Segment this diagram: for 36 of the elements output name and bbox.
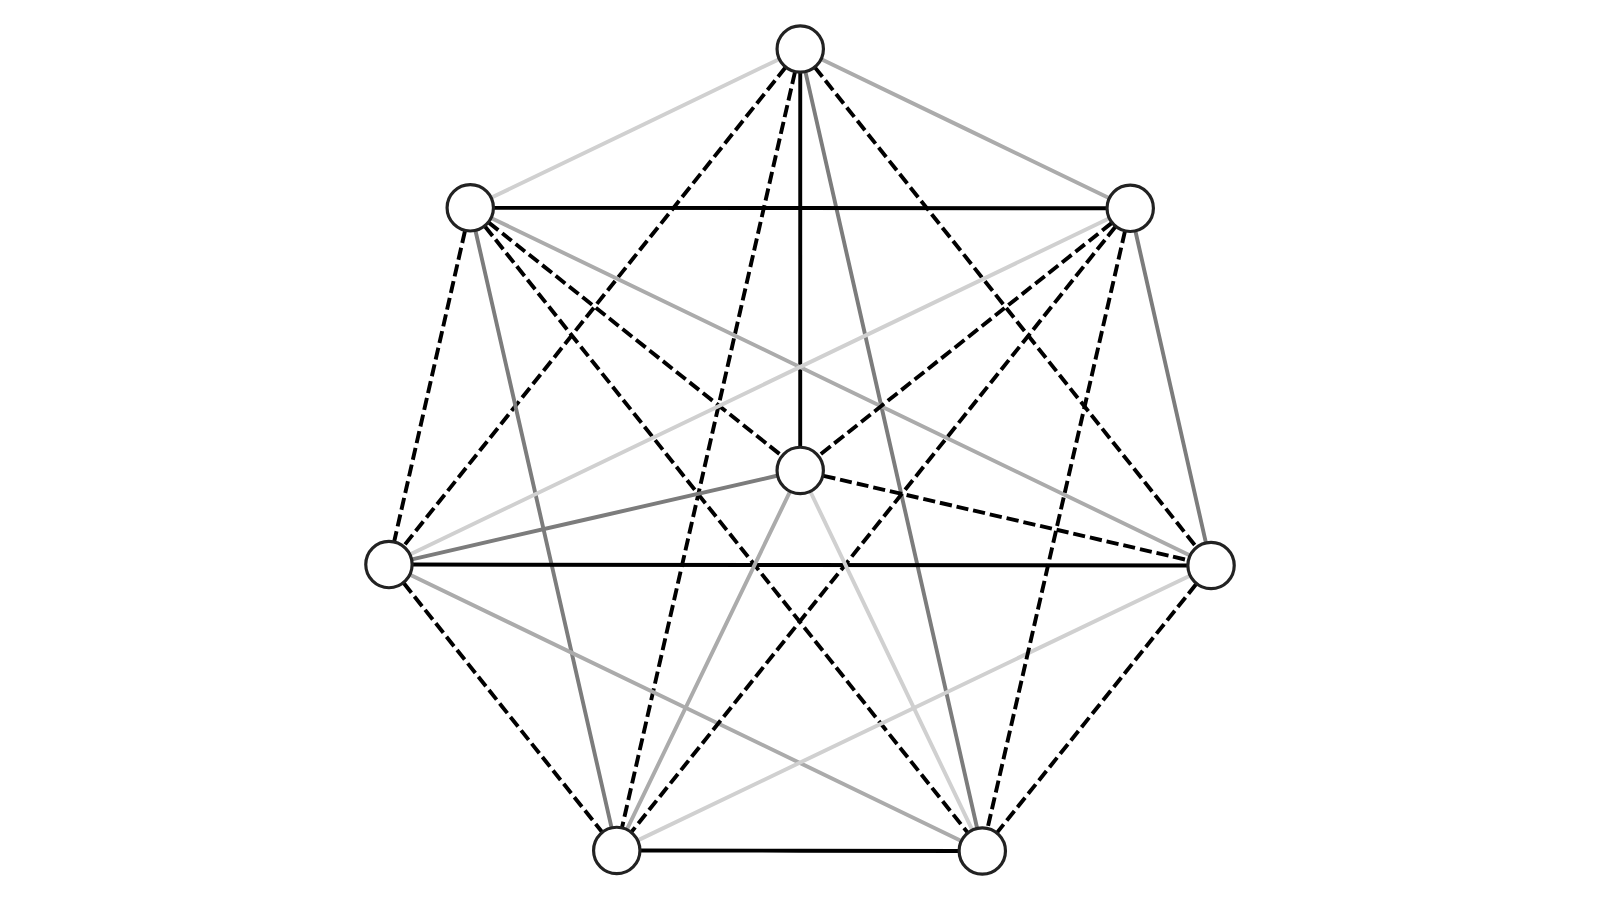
connector [640, 848, 959, 853]
node-circle [1186, 540, 1236, 591]
connector [798, 72, 803, 447]
connector [409, 216, 1110, 556]
connector [817, 221, 1113, 458]
connector [487, 221, 783, 458]
connector [412, 562, 1188, 568]
connector [483, 225, 969, 834]
connector [411, 473, 778, 562]
connector [625, 491, 792, 830]
connector [823, 473, 1189, 563]
connector [490, 216, 1191, 557]
connector [630, 225, 1117, 834]
node-circle [957, 826, 1008, 876]
connector [402, 582, 604, 834]
connector [995, 583, 1198, 834]
connector [392, 230, 467, 542]
node-circle [445, 183, 496, 233]
node-circle [364, 539, 414, 590]
node-circle [592, 825, 642, 876]
node-circle [1105, 183, 1155, 234]
connector [409, 573, 962, 843]
connector [637, 573, 1191, 842]
node-circle [775, 24, 825, 74]
connector [473, 230, 614, 828]
connector [821, 57, 1110, 200]
connector [620, 71, 797, 828]
connector [490, 57, 780, 200]
connector [493, 205, 1107, 211]
connector [985, 230, 1127, 829]
connector [808, 491, 974, 831]
connector [1133, 231, 1208, 543]
node-circle [775, 445, 825, 496]
connector [803, 71, 979, 829]
connector [813, 66, 1198, 549]
connector [402, 66, 788, 548]
